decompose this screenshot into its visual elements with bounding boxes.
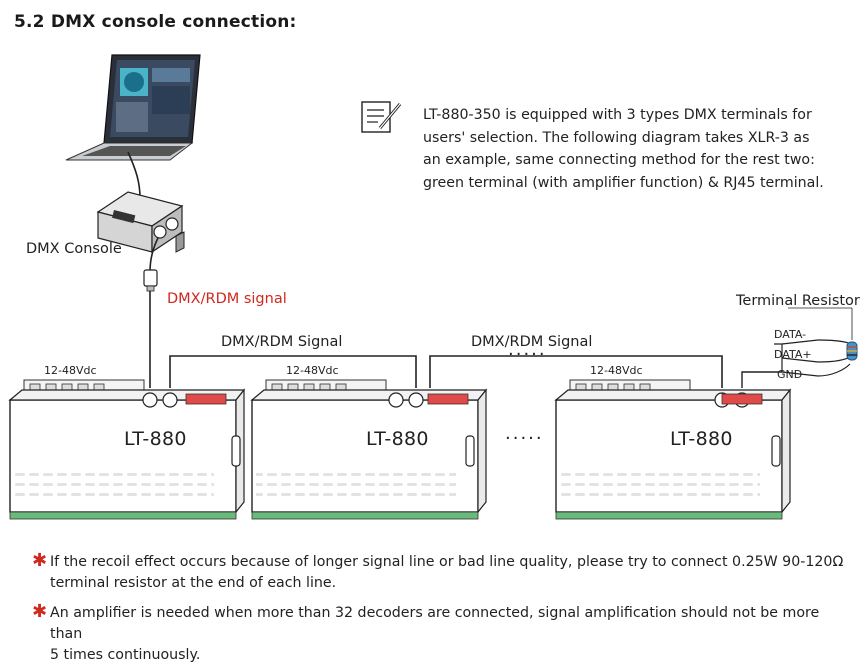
unit-model-2: LT-880 (366, 428, 429, 450)
terminal-resistor-label: Terminal Resistor (736, 293, 860, 309)
data-plus-label: DATA+ (774, 348, 812, 361)
rdm-signal-label-lower: DMX/RDM signal (167, 291, 287, 307)
resistor-icon (846, 341, 858, 361)
section-title: 5.2 DMX console connection: (14, 12, 297, 32)
footnote-2: ✱ An amplifier is needed when more than … (32, 601, 854, 663)
continuation-dots-top: ····· (508, 344, 547, 365)
console-label: DMX Console (26, 241, 122, 257)
power-label-1: 12-48Vdc (44, 364, 97, 377)
footnote-2-line-2: 5 times continuously. (50, 647, 201, 663)
power-label-3: 12-48Vdc (590, 364, 643, 377)
rdm-signal-label-2: DMX/RDM Signal (471, 334, 593, 350)
unit-model-3: LT-880 (670, 428, 733, 450)
decoder-unit-3 (554, 379, 792, 520)
note-line: users' selection. The following diagram … (423, 129, 810, 146)
xlr-plug-icon (143, 269, 158, 292)
asterisk-icon: ✱ (32, 601, 48, 622)
note-line: LT-880-350 is equipped with 3 types DMX … (423, 107, 812, 123)
asterisk-icon: ✱ (32, 550, 48, 571)
note-text: LT-880-350 is equipped with 3 types DMX … (423, 104, 843, 194)
gnd-label: GND (777, 368, 803, 381)
decoder-unit-2 (250, 379, 488, 520)
data-minus-label: DATA- (774, 328, 807, 341)
footnote-1-line-2: terminal resistor at the end of each lin… (50, 575, 337, 591)
power-label-2: 12-48Vdc (286, 364, 339, 377)
rdm-signal-label-1: DMX/RDM Signal (221, 334, 343, 350)
note-line: green terminal (with amplifier function)… (423, 174, 824, 191)
footnote-1-line-1: If the recoil effect occurs because of l… (50, 554, 844, 570)
note-line: an example, same connecting method for t… (423, 152, 815, 168)
dmx-console-device (96, 191, 185, 254)
unit-model-1: LT-880 (124, 428, 187, 450)
footnote-1: ✱ If the recoil effect occurs because of… (32, 550, 854, 596)
notepad-pencil-icon (361, 101, 402, 133)
footnote-2-line-1: An amplifier is needed when more than 32… (50, 605, 820, 642)
decoder-unit-1 (8, 379, 246, 520)
laptop-icon (65, 54, 201, 161)
continuation-dots-mid: ····· (505, 428, 544, 449)
